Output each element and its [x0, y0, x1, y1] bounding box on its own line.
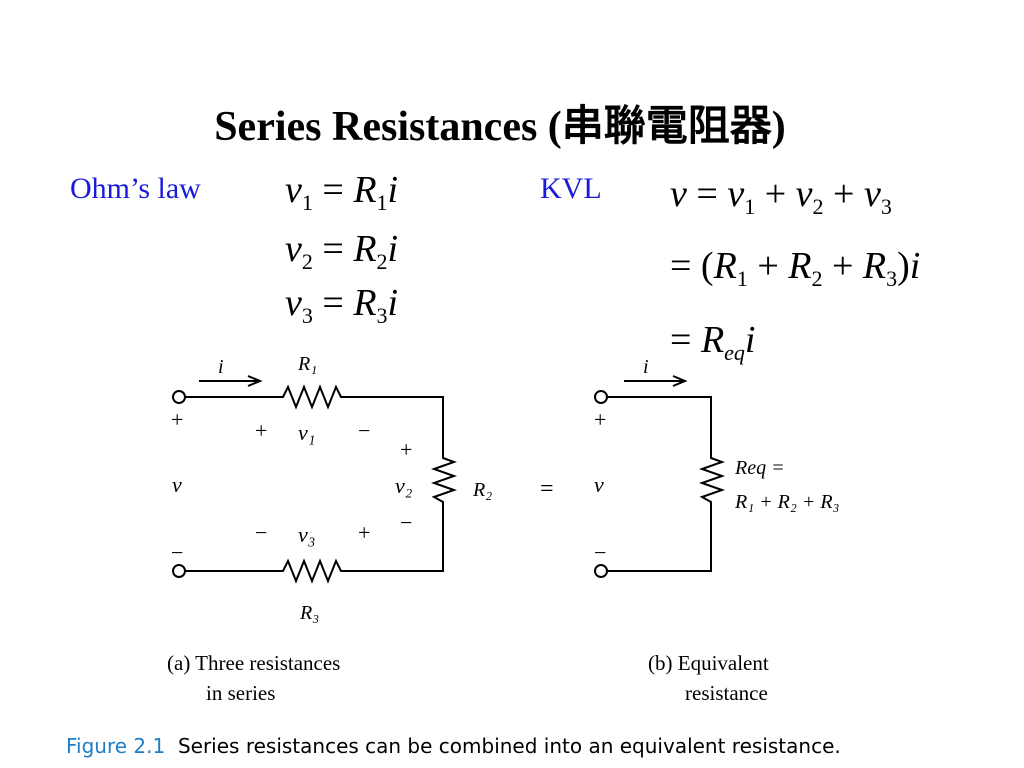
- r3-label: R₃: [299, 602, 319, 624]
- v-label-a: v: [172, 472, 182, 497]
- equivalent-wire: [607, 396, 726, 572]
- v3-label: v₃: [298, 522, 315, 547]
- kvl-equation-2: = (R1 + R2 + R3)i: [670, 245, 921, 291]
- current-arrowhead-b: [672, 375, 688, 387]
- series-circuit: [172, 375, 458, 584]
- kvl-equation-1: v = v1 + v2 + v3: [670, 173, 892, 219]
- r1-label: R₁: [297, 353, 317, 375]
- r2-label: R₂: [472, 479, 492, 501]
- equivalent-circuit: [594, 375, 726, 578]
- terminal-bottom-b: [594, 564, 608, 578]
- current-label-a: i: [218, 356, 224, 378]
- v2-label: v₂: [395, 473, 413, 498]
- circuit-diagram: i R₁ R₂ R₃ + − v + v₁ − + v₂ − − v₃ + = …: [167, 353, 840, 705]
- v1-plus: +: [255, 418, 267, 443]
- caption-a-line2: in series: [206, 681, 275, 705]
- v2-plus: +: [400, 437, 412, 462]
- terminal-top-a: [172, 390, 186, 404]
- terminal-bottom-a: [172, 564, 186, 578]
- ohms-law-label: Ohm’s law: [70, 172, 201, 205]
- caption-a-line1: (a) Three resistances: [167, 651, 340, 675]
- kvl-equation-3: = Reqi: [670, 319, 756, 365]
- v3-minus: −: [255, 520, 267, 545]
- v1-label: v₁: [298, 420, 315, 445]
- minus-terminal-a: −: [171, 540, 183, 565]
- figure-caption: Figure 2.1 Series resistances can be com…: [66, 734, 841, 758]
- caption-b-line1: (b) Equivalent: [648, 651, 769, 675]
- v-label-b: v: [594, 472, 604, 497]
- v1-minus: −: [358, 418, 370, 443]
- ohm-equation-3: v3 = R3i: [285, 282, 399, 328]
- v3-plus: +: [358, 520, 370, 545]
- plus-terminal-a: +: [171, 407, 183, 432]
- minus-terminal-b: −: [594, 540, 606, 565]
- v2-minus: −: [400, 510, 412, 535]
- ohm-equation-1: v1 = R1i: [285, 169, 399, 215]
- slide-title: Series Resistances (串聯電阻器): [214, 104, 786, 150]
- req-label: Req =: [734, 457, 785, 479]
- figure-caption-text: Series resistances can be combined into …: [177, 734, 841, 758]
- current-label-b: i: [643, 356, 649, 378]
- series-wire: [185, 384, 458, 584]
- terminal-top-b: [594, 390, 608, 404]
- req-sum: R₁ + R₂ + R₃: [734, 491, 840, 513]
- caption-b-line2: resistance: [685, 681, 768, 705]
- kvl-label: KVL: [540, 172, 602, 205]
- figure-label: Figure 2.1: [66, 734, 166, 758]
- ohm-equation-2: v2 = R2i: [285, 228, 399, 274]
- equals-sign: =: [540, 476, 554, 502]
- current-arrowhead-a: [247, 375, 263, 387]
- plus-terminal-b: +: [594, 407, 606, 432]
